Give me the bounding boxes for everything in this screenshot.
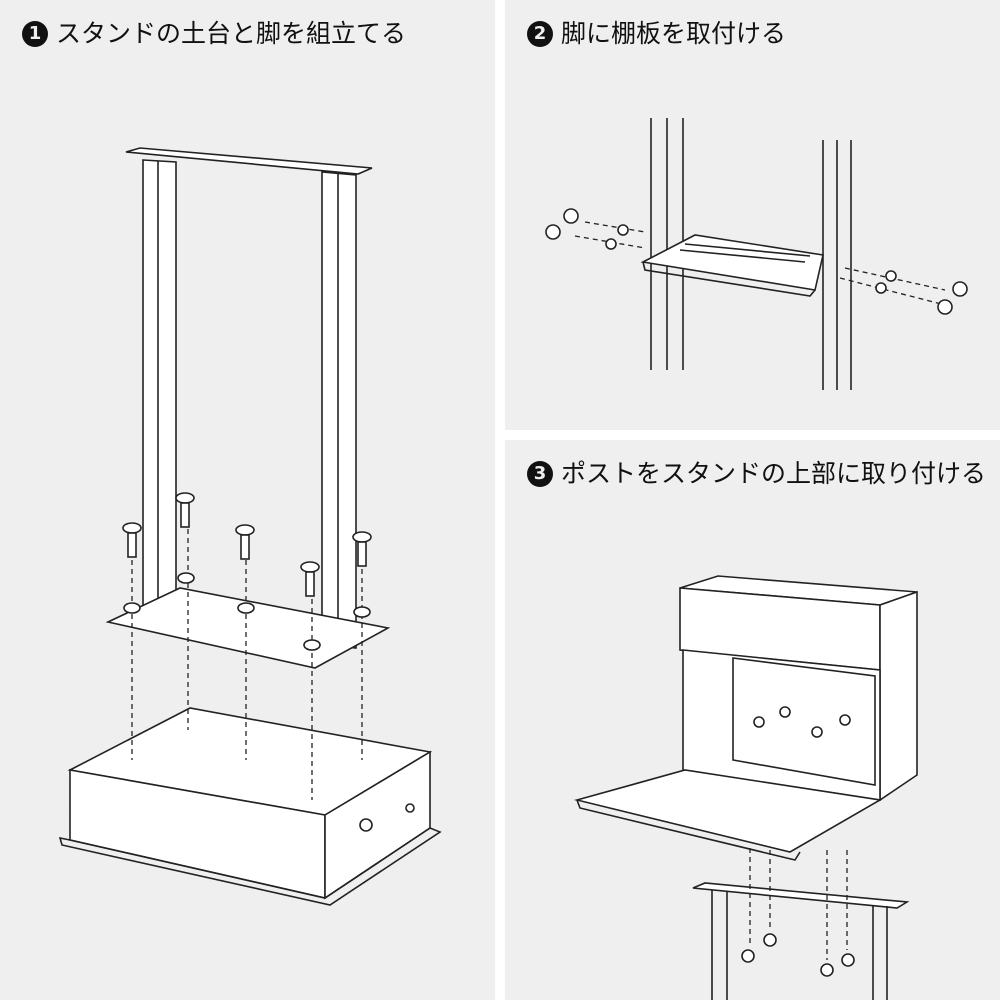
shelf-attach-illustration	[545, 118, 968, 390]
step-3-title: 3 ポストをスタンドの上部に取り付ける	[527, 456, 987, 492]
step-1-panel: 1 スタンドの土台と脚を組立てる	[0, 0, 495, 1000]
step-number-badge: 1	[22, 21, 48, 47]
step-title-text: スタンドの土台と脚を組立てる	[56, 19, 407, 48]
step-number-badge: 2	[527, 21, 553, 47]
step-number-badge: 3	[527, 461, 553, 487]
mailbox-mount-illustration	[573, 575, 918, 1000]
step-title-text: 脚に棚板を取付ける	[561, 19, 787, 48]
step-2-panel: 2 脚に棚板を取付ける	[505, 0, 1000, 430]
step-3-panel: 3 ポストをスタンドの上部に取り付ける	[505, 440, 1000, 1000]
step-1-title: 1 スタンドの土台と脚を組立てる	[22, 16, 406, 52]
stand-base-legs-illustration	[58, 147, 442, 906]
step-title-text: ポストをスタンドの上部に取り付ける	[561, 459, 987, 488]
step-2-title: 2 脚に棚板を取付ける	[527, 16, 786, 52]
